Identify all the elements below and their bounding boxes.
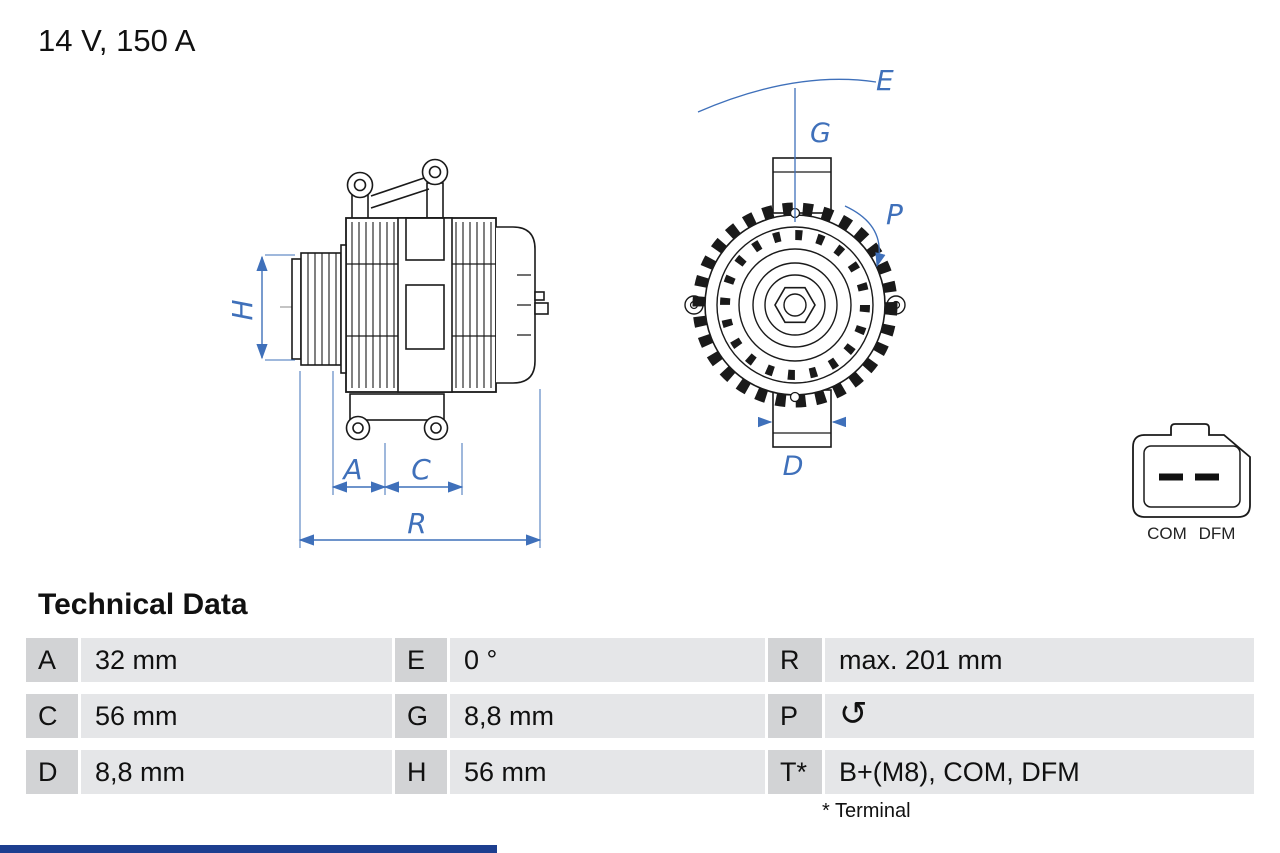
connector-pin-labels: COM DFM xyxy=(1147,524,1235,543)
vent-teeth-ring xyxy=(692,202,898,408)
front-annotations xyxy=(697,78,886,428)
technical-data-table: A 32 mm E 0 ° R max. 201 mm C 56 mm G 8,… xyxy=(26,638,1254,806)
spec-value-p: ↺ xyxy=(825,694,1254,738)
bottom-bracket xyxy=(349,393,445,421)
front-dimension-labels: G E P D xyxy=(783,64,903,482)
spec-value-h: 56 mm xyxy=(450,750,765,794)
dim-label-d: D xyxy=(783,451,804,482)
dim-label-c: C xyxy=(411,453,431,486)
connector-cavity xyxy=(1143,445,1241,508)
table-row: A 32 mm E 0 ° R max. 201 mm xyxy=(26,638,1254,682)
spec-key-t: T* xyxy=(768,750,822,794)
top-mount xyxy=(772,157,832,214)
connector-body xyxy=(1132,423,1251,518)
spec-value-a: 32 mm xyxy=(81,638,392,682)
bottom-scrollbar-thumb[interactable] xyxy=(0,845,497,853)
terminal-footnote: * Terminal xyxy=(822,800,911,822)
inner-slot-ring xyxy=(720,230,870,380)
dim-label-p: P xyxy=(886,198,903,231)
connector-outline xyxy=(1132,423,1251,518)
terminal-tab xyxy=(534,302,549,315)
cooling-fins-right xyxy=(455,222,492,388)
pulley-cap xyxy=(291,258,302,360)
connector-label-dfm: DFM xyxy=(1199,524,1236,543)
dim-label-g: G xyxy=(810,118,831,149)
spec-key-a: A xyxy=(26,638,78,682)
shaft-hex-nut xyxy=(774,286,816,324)
spec-value-c: 56 mm xyxy=(81,694,392,738)
connector-label-com: COM xyxy=(1147,524,1187,543)
rotation-ccw-icon: ↺ xyxy=(839,694,868,734)
spec-value-g: 8,8 mm xyxy=(450,694,765,738)
ear-brace xyxy=(370,176,430,209)
spec-key-g: G xyxy=(395,694,447,738)
spec-key-e: E xyxy=(395,638,447,682)
bottom-hole xyxy=(789,391,801,403)
rotation-arrow-P xyxy=(844,205,886,268)
alternator-front-view-drawing: G E P D xyxy=(684,64,906,482)
spec-value-t: B+(M8), COM, DFM xyxy=(825,750,1254,794)
side-dimension-lines xyxy=(256,254,542,548)
spec-key-r: R xyxy=(768,638,822,682)
dim-label-h: H xyxy=(226,299,259,320)
table-row: D 8,8 mm H 56 mm T* B+(M8), COM, DFM xyxy=(26,750,1254,794)
table-row: C 56 mm G 8,8 mm P ↺ xyxy=(26,694,1254,738)
top-ear-arm xyxy=(426,182,444,224)
alternator-side-body xyxy=(280,158,549,441)
spec-key-d: D xyxy=(26,750,78,794)
side-dimension-labels: H A C R xyxy=(226,299,431,540)
spec-value-r: max. 201 mm xyxy=(825,638,1254,682)
spec-key-p: P xyxy=(768,694,822,738)
dim-label-a: A xyxy=(341,453,362,486)
spec-key-h: H xyxy=(395,750,447,794)
connector-drawing: COM DFM xyxy=(1132,423,1251,543)
pulley xyxy=(300,252,342,366)
technical-data-heading: Technical Data xyxy=(38,588,248,621)
spec-value-d: 8,8 mm xyxy=(81,750,392,794)
alternator-side-view-drawing: H A C R xyxy=(226,158,549,548)
product-rating-title: 14 V, 150 A xyxy=(38,23,196,58)
spec-value-e: 0 ° xyxy=(450,638,765,682)
dim-label-r: R xyxy=(407,507,426,540)
spec-key-c: C xyxy=(26,694,78,738)
cooling-fins-left xyxy=(351,222,395,388)
terminal-tab xyxy=(534,291,545,301)
dim-label-e: E xyxy=(876,64,894,97)
dim-arc-E xyxy=(697,78,877,113)
front-housing xyxy=(684,157,906,448)
